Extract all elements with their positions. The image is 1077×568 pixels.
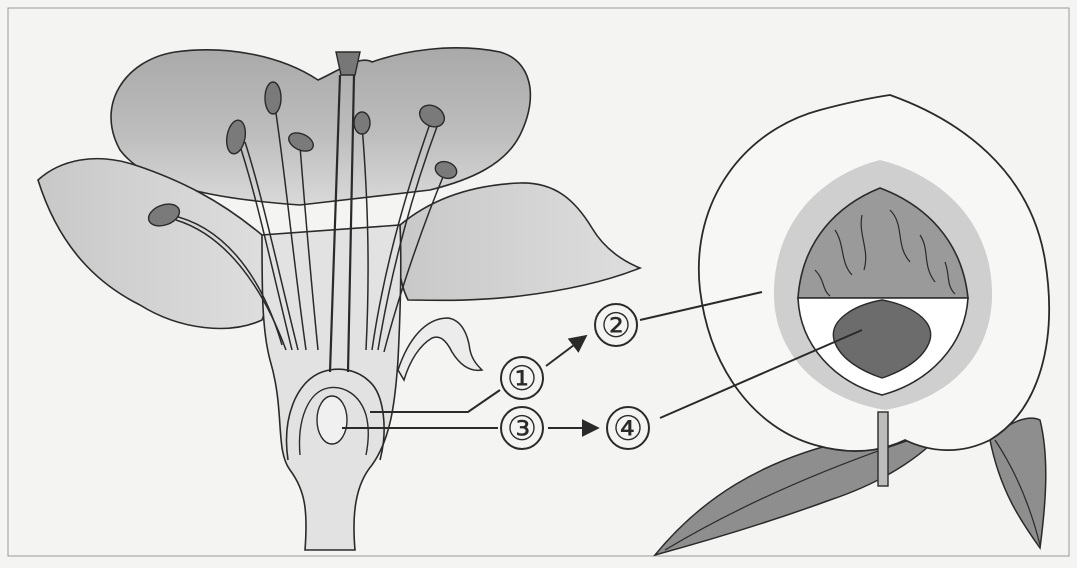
fruit-stem <box>878 412 888 486</box>
sepal-curl <box>398 318 482 380</box>
anther-5 <box>354 112 370 134</box>
label-3-text: ③ <box>507 409 537 449</box>
label-group-3: ③ <box>501 407 543 449</box>
label-group-4: ④ <box>607 407 649 449</box>
flower-longitudinal-section-icon <box>38 48 640 550</box>
label-group-1: ① <box>501 357 543 399</box>
stigma <box>336 52 360 75</box>
anther-3 <box>265 82 281 114</box>
fruit-cross-section-icon <box>655 95 1049 555</box>
arrow-1-to-2 <box>546 336 586 366</box>
label-4-text: ④ <box>613 409 643 449</box>
label-2-text: ② <box>601 306 631 346</box>
leaf-left <box>655 428 945 555</box>
label-1-text: ① <box>507 359 537 399</box>
leaf-right <box>990 418 1046 548</box>
ovule <box>317 396 347 444</box>
label-group-2: ② <box>595 304 637 346</box>
petal-right <box>398 183 640 300</box>
